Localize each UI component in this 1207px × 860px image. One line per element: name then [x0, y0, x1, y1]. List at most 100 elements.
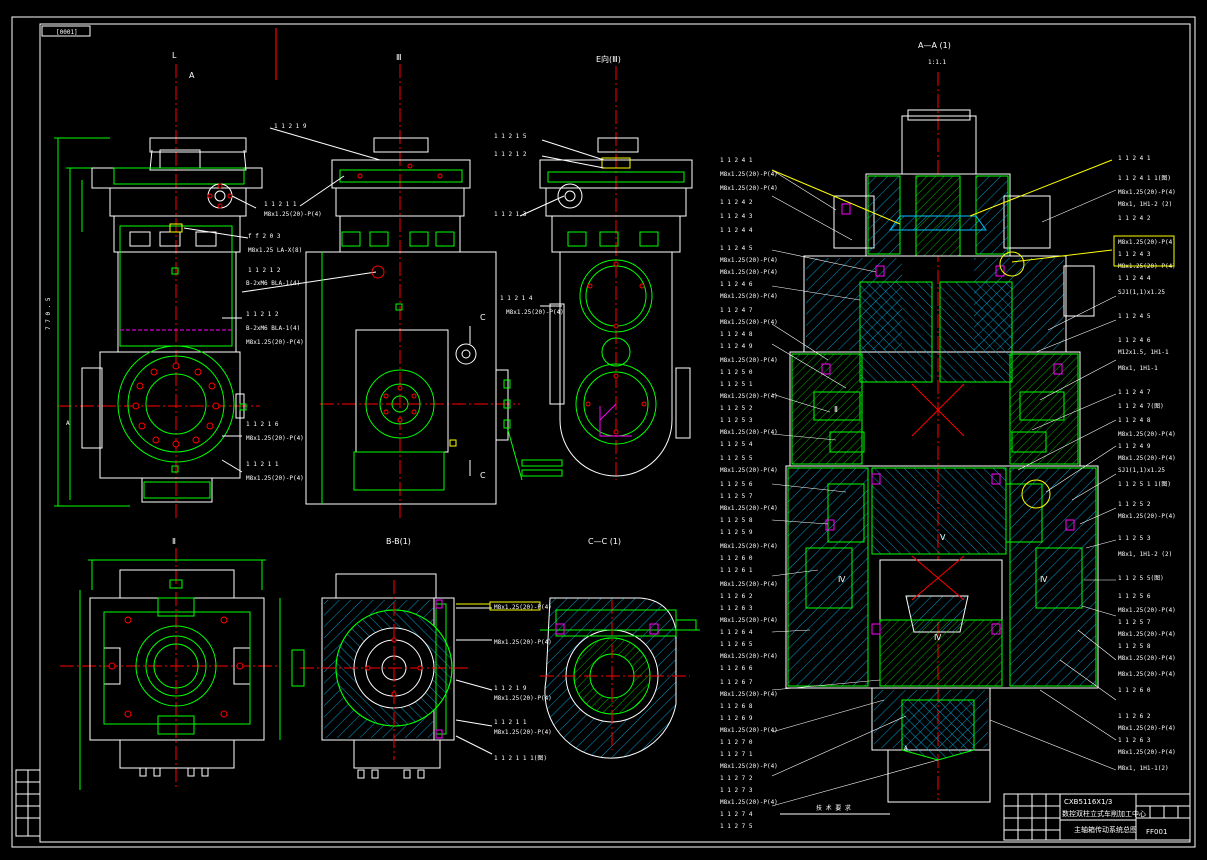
aa-right-36: 1 1 2 6 2: [1118, 713, 1151, 720]
title-drawing-number: FF001: [1146, 828, 1167, 836]
svg-text:A: A: [66, 420, 70, 427]
aa-left-37: M8x1.25(20)-P(4): [720, 617, 778, 624]
aa-left-27: 1 1 2 5 7: [720, 493, 753, 500]
aa-right-12: M12x1.5, 1H1-1: [1118, 349, 1169, 356]
aa-left-20: 1 1 2 5 2: [720, 405, 753, 412]
aa-right-13: 1 1 2 4 6: [1118, 337, 1151, 344]
aa-left-13: M8x1.25(20)-P(4): [720, 319, 778, 326]
aa-right-34: M8x1.25(20)-P(4): [1118, 671, 1176, 678]
aa-left-47: 1 1 2 7 0: [720, 739, 753, 746]
aa-right-2: 1 1 2 4 1 1(图): [1118, 175, 1171, 182]
front-label-16: 1 1 2 1 2: [494, 151, 527, 158]
front-label-8: B-2xM6 BLA-1(4): [246, 325, 300, 332]
aa-left-44: 1 1 2 6 8: [720, 703, 753, 710]
aa-left-10: 1 1 2 4 6: [720, 281, 753, 288]
section-aa-scale: 1:1.1: [928, 59, 946, 66]
aa-right-5: 1 1 2 4 2: [1118, 215, 1151, 222]
front-view: L A 7 7 0 . 5 A: [45, 51, 263, 520]
binding-strip: [15, 769, 41, 837]
bb-label-2: M8x1.25(20)-P(4): [494, 639, 552, 646]
bb-label-6: M8x1.25(20)-P(4): [494, 729, 552, 736]
aa-left-22: M8x1.25(20)-P(4): [720, 429, 778, 436]
bb-leaders: [455, 607, 493, 755]
front-label-5: M8x1.25 LA-X(8): [248, 247, 302, 254]
front-label-12: M8x1.25(20)-P(4): [246, 435, 304, 442]
svg-text:Ⅳ: Ⅳ: [838, 575, 846, 584]
title-block: [1003, 793, 1191, 841]
aa-left-2: M8x1.25(20)-P(4): [720, 171, 778, 178]
aa-right-17: 1 1 2 4 8: [1118, 417, 1151, 424]
aa-left-28: M8x1.25(20)-P(4): [720, 505, 778, 512]
aa-right-22: 1 1 2 5 1 1(图): [1118, 481, 1171, 488]
aa-left-21: 1 1 2 5 3: [720, 417, 753, 424]
aa-left-16: M8x1.25(20)-P(4): [720, 357, 778, 364]
aa-right-29: M8x1.25(20)-P(4): [1118, 607, 1176, 614]
aa-left-39: 1 1 2 6 5: [720, 641, 753, 648]
aa-right-4: M8x1, 1H1-2 (2): [1118, 201, 1172, 208]
front-view-letter: L: [172, 51, 177, 60]
aa-right-leaders: [989, 189, 1117, 771]
svg-text:Ⅳ: Ⅳ: [1040, 575, 1048, 584]
aa-right-25: 1 1 2 5 3: [1118, 535, 1151, 542]
aa-right-6: M8x1.25(20)-P(4): [1118, 239, 1176, 246]
sheet-outer-border: [11, 16, 1196, 848]
aa-left-36: 1 1 2 6 3: [720, 605, 753, 612]
aa-right-label-column: 1 1 2 4 1 1 1 2 4 1 1(图) M8x1.25(20)-P(4…: [1118, 155, 1176, 772]
aa-right-24: M8x1.25(20)-P(4): [1118, 513, 1176, 520]
aa-right-35: 1 1 2 6 0: [1118, 687, 1151, 694]
aa-left-51: 1 1 2 7 3: [720, 787, 753, 794]
front-label-4: f f 2 0 3: [248, 233, 281, 240]
aa-left-19: M8x1.25(20)-P(4): [720, 393, 778, 400]
aa-left-52: M8x1.25(20)-P(4): [720, 799, 778, 806]
bb-label-4: M8x1.25(20)-P(4): [494, 695, 552, 702]
front-label-11: 1 1 2 1 6: [246, 421, 279, 428]
aa-yellow-leaders: [969, 159, 1113, 263]
aa-left-43: M8x1.25(20)-P(4): [720, 691, 778, 698]
aa-right-1: 1 1 2 4 1: [1118, 155, 1151, 162]
aa-left-45: 1 1 2 6 9: [720, 715, 753, 722]
aa-left-32: 1 1 2 6 0: [720, 555, 753, 562]
aa-left-8: M8x1.25(20)-P(4): [720, 257, 778, 264]
aa-left-30: 1 1 2 5 9: [720, 529, 753, 536]
tech-note: 技 术 要 求: [780, 804, 890, 815]
aa-left-12: 1 1 2 4 7: [720, 307, 753, 314]
title-drawing: 主轴箱传动系统总图: [1074, 825, 1137, 834]
svg-text:Ⅳ: Ⅳ: [934, 633, 942, 642]
front-label-10: M8x1.25(20)-P(4): [246, 339, 304, 346]
aa-right-27: 1 1 2 5 5(图): [1118, 575, 1164, 582]
aa-left-4: 1 1 2 4 2: [720, 199, 753, 206]
side-view-label: Ⅲ: [396, 53, 402, 62]
title-machine: 数控双柱立式车削加工中心: [1062, 809, 1146, 818]
section-cc-label: C—C (1): [588, 537, 621, 546]
bb-label-3: 1 1 2 1 9: [494, 685, 527, 692]
section-c-top: C: [480, 313, 486, 322]
aa-left-46: M8x1.25(20)-P(4): [720, 727, 778, 734]
bottom-view: Ⅱ: [60, 537, 281, 790]
section-aa: A—A (1) 1:1.1: [785, 41, 1099, 803]
front-label-2: 1 1 2 1 1: [264, 201, 297, 208]
aa-left-24: 1 1 2 5 5: [720, 455, 753, 462]
bb-label-5: 1 1 2 1 1: [494, 719, 527, 726]
front-label-13: 1 1 2 1 1: [246, 461, 279, 468]
aa-left-9: M8x1.25(20)-P(4): [720, 269, 778, 276]
section-cc: C—C (1): [540, 537, 700, 759]
front-label-1: 1 1 2 1 9: [274, 123, 307, 130]
section-bb: B-B(1): [291, 537, 470, 779]
bottom-view-label: Ⅱ: [172, 537, 176, 546]
aa-left-49: M8x1.25(20)-P(4): [720, 763, 778, 770]
aa-left-42: 1 1 2 6 7: [720, 679, 753, 686]
aa-right-28: 1 1 2 5 6: [1118, 593, 1151, 600]
front-label-3: M8x1.25(20)-P(4): [264, 211, 322, 218]
sheet-id-text: [0001]: [56, 29, 78, 36]
aa-right-21: SJ1(1,1)x1.25: [1118, 467, 1165, 474]
aa-left-11: M8x1.25(20)-P(4): [720, 293, 778, 300]
section-c-bottom: C: [480, 471, 486, 480]
aa-left-50: 1 1 2 7 2: [720, 775, 753, 782]
svg-text:Ⅴ: Ⅴ: [940, 533, 946, 542]
aa-left-26: 1 1 2 5 6: [720, 481, 753, 488]
aa-left-34: M8x1.25(20)-P(4): [720, 581, 778, 588]
mark-a: A: [904, 745, 908, 752]
aa-right-20: M8x1.25(20)-P(4): [1118, 455, 1176, 462]
aa-right-15: 1 1 2 4 7: [1118, 389, 1151, 396]
front-label-17: 1 1 2 1 3: [494, 211, 527, 218]
